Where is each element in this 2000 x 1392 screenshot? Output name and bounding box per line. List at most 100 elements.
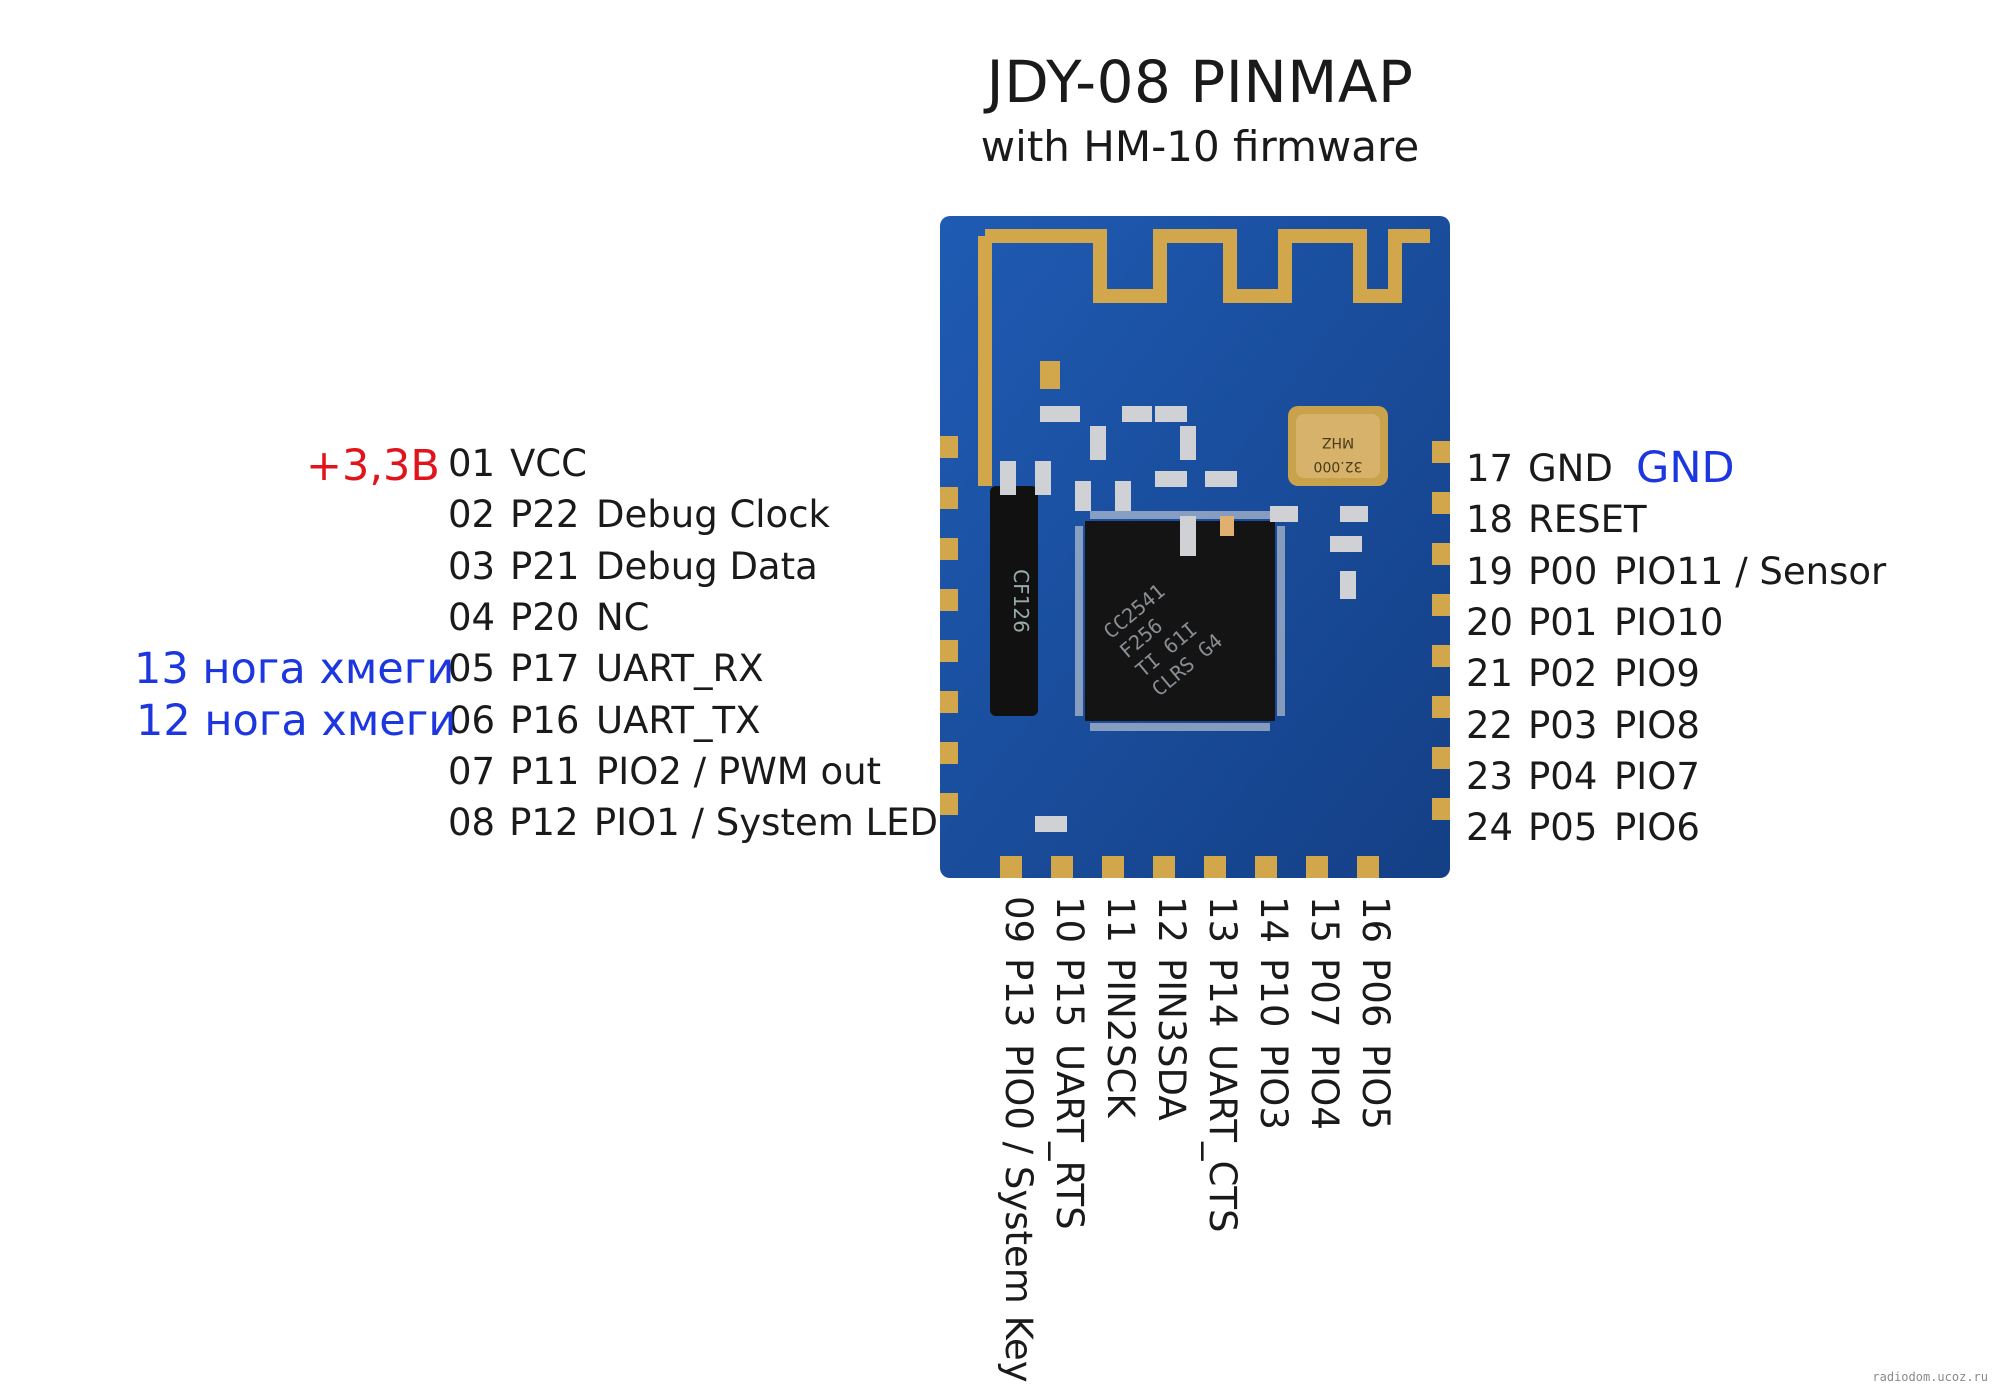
antenna-trace <box>978 229 1430 416</box>
pin-function: PIO9 <box>1614 652 1700 696</box>
pin-number: 07 <box>448 749 496 793</box>
pin-row-04: 04 P20 NC <box>448 592 938 643</box>
pin-port: P00 <box>1528 549 1598 593</box>
pin-port: P07 <box>1303 958 1346 1028</box>
crystal-label-mhz: MHZ <box>1322 434 1354 450</box>
pin-port: P10 <box>1252 958 1295 1028</box>
pin-port: P03 <box>1528 703 1598 747</box>
pin-col-13: 13 P14 UART_CTS <box>1201 896 1244 1233</box>
pin-port: P22 <box>510 493 580 537</box>
tx-annotation: 12 нога хмеги <box>136 696 457 746</box>
pin-col-11: 11 PIN2 SCK <box>1099 896 1142 1118</box>
pin-number: 04 <box>448 596 496 640</box>
pin-function: PIO2 / PWM out <box>596 749 882 793</box>
pin-number: 13 <box>1201 896 1244 944</box>
pin-number: 03 <box>448 544 496 588</box>
vcc-annotation: +3,3В <box>306 441 440 491</box>
diagram-title: JDY-08 PINMAP <box>986 48 1414 116</box>
pin-row-18: 18 RESET <box>1466 494 1986 545</box>
pin-row-07: 07 P11 PIO2 / PWM out <box>448 746 938 797</box>
pin-port: RESET <box>1528 498 1647 542</box>
pin-port: P15 <box>1048 958 1091 1028</box>
pin-row-23: 23 P04 PIO7 <box>1466 751 1986 802</box>
pin-port: P21 <box>510 544 580 588</box>
pin-col-10: 10 P15 UART_RTS <box>1048 896 1091 1230</box>
gnd-annotation: GND <box>1636 443 1735 493</box>
pin-col-16: 16 P06 PIO5 <box>1354 896 1397 1130</box>
left-pin-list: 01 VCC 02 P22 Debug Clock 03 P21 Debug D… <box>448 438 938 848</box>
pin-function: PIO1 / System LED <box>593 801 938 845</box>
pin-row-24: 24 P05 PIO6 <box>1466 802 1986 853</box>
pin-function: PIO10 <box>1614 601 1724 645</box>
pin-function: NC <box>596 596 650 640</box>
pin-port: P11 <box>510 749 580 793</box>
pin-number: 22 <box>1466 703 1514 747</box>
pin-function: Debug Data <box>596 544 818 588</box>
pin-row-20: 20 P01 PIO10 <box>1466 597 1986 648</box>
right-pads <box>1432 441 1450 820</box>
pin-port: PIN3 <box>1150 958 1193 1043</box>
shield-component <box>990 486 1038 716</box>
pin-number: 23 <box>1466 754 1514 798</box>
pin-number: 19 <box>1466 549 1514 593</box>
pin-function: UART_RX <box>596 647 764 691</box>
pin-number: 10 <box>1048 896 1091 944</box>
pin-function: PIO4 <box>1303 1044 1346 1130</box>
shield-label: CF126 <box>1009 569 1033 633</box>
pin-function: PIO0 / System Key <box>997 1044 1040 1383</box>
pin-port: P01 <box>1528 601 1598 645</box>
pin-number: 05 <box>448 647 496 691</box>
pin-function: Debug Clock <box>596 493 830 537</box>
pin-col-14: 14 P10 PIO3 <box>1252 896 1295 1130</box>
pin-port: P16 <box>510 698 580 742</box>
pin-port: PIN2 <box>1099 958 1142 1043</box>
pin-function: PIO7 <box>1614 754 1700 798</box>
pin-number: 20 <box>1466 601 1514 645</box>
pin-number: 21 <box>1466 652 1514 696</box>
pin-port: P20 <box>510 596 580 640</box>
pin-row-17: 17 GND <box>1466 443 1986 494</box>
pin-number: 11 <box>1099 896 1142 944</box>
pin-function: PIO11 / Sensor <box>1614 549 1887 593</box>
pin-port: P17 <box>510 647 580 691</box>
pin-number: 15 <box>1303 896 1346 944</box>
pin-row-01: 01 VCC <box>448 438 938 489</box>
pin-port: VCC <box>510 442 587 486</box>
right-pin-list: 17 GND 18 RESET 19 P00 PIO11 / Sensor 20… <box>1466 443 1986 853</box>
pin-function: SDA <box>1150 1044 1193 1121</box>
pin-number: 06 <box>448 698 496 742</box>
pin-number: 08 <box>448 801 496 845</box>
pin-port: P02 <box>1528 652 1598 696</box>
pin-number: 02 <box>448 493 496 537</box>
pin-number: 09 <box>997 896 1040 944</box>
watermark-credit: radiodom.ucoz.ru <box>1872 1370 1988 1384</box>
pin-col-12: 12 PIN3 SDA <box>1150 896 1193 1121</box>
left-pads <box>940 436 958 815</box>
pin-row-06: 06 P16 UART_TX <box>448 694 938 745</box>
pin-row-22: 22 P03 PIO8 <box>1466 699 1986 750</box>
pin-port: P12 <box>509 801 579 845</box>
passive-components <box>1000 406 1368 832</box>
pin-row-21: 21 P02 PIO9 <box>1466 648 1986 699</box>
pin-function: UART_CTS <box>1201 1044 1244 1233</box>
pin-col-15: 15 P07 PIO4 <box>1303 896 1346 1130</box>
pin-number: 18 <box>1466 498 1514 542</box>
pin-number: 01 <box>448 442 496 486</box>
pin-row-19: 19 P00 PIO11 / Sensor <box>1466 546 1986 597</box>
pin-number: 14 <box>1252 896 1295 944</box>
pin-row-03: 03 P21 Debug Data <box>448 541 938 592</box>
pin-number: 24 <box>1466 806 1514 850</box>
pin-number: 16 <box>1354 896 1397 944</box>
crystal-label-freq: 32.000 <box>1314 458 1363 474</box>
pin-function: PIO5 <box>1354 1044 1397 1130</box>
pin-col-09: 09 P13 PIO0 / System Key <box>997 896 1040 1383</box>
pin-row-05: 05 P17 UART_RX <box>448 643 938 694</box>
diagram-subtitle: with HM-10 firmware <box>980 122 1420 171</box>
pin-row-08: 08 P12 PIO1 / System LED <box>448 797 938 848</box>
pin-row-02: 02 P22 Debug Clock <box>448 489 938 540</box>
pin-port: P13 <box>997 958 1040 1028</box>
pin-number: 17 <box>1466 447 1514 491</box>
pin-port: P04 <box>1528 754 1598 798</box>
pin-function: UART_RTS <box>1048 1044 1091 1230</box>
pin-port: P05 <box>1528 806 1598 850</box>
